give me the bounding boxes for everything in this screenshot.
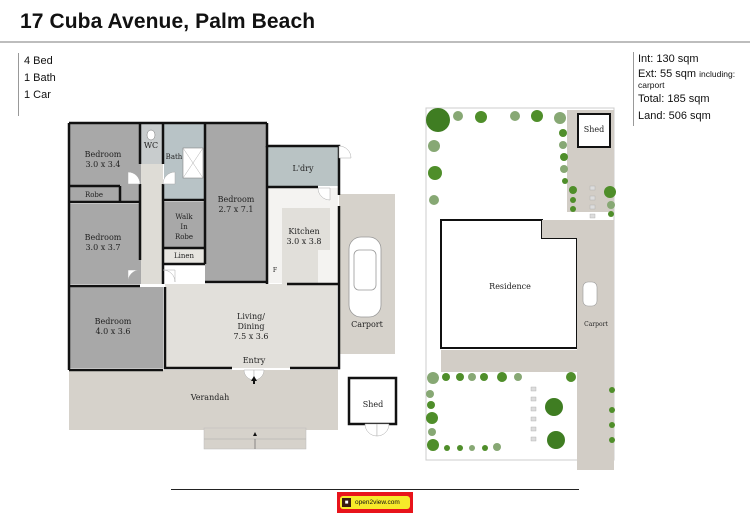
- site-residence-label: Residence: [489, 282, 531, 291]
- area-total: Total: 185 sqm: [638, 93, 710, 105]
- room-name: Kitchen: [288, 227, 320, 236]
- camera-icon: ■: [342, 498, 351, 507]
- room-linen: Linen: [173, 252, 195, 260]
- feature-bed: 4 Bed: [24, 55, 53, 67]
- area-land: Land: 506 sqm: [638, 110, 711, 122]
- room-size: 4.0 x 3.6: [95, 327, 131, 336]
- room-size: 3.0 x 3.7: [85, 243, 121, 252]
- room-name: Bedroom: [84, 150, 122, 159]
- room-carport: Carport: [351, 320, 383, 329]
- room-verandah: Verandah: [190, 393, 230, 402]
- feature-car: 1 Car: [24, 89, 51, 101]
- feature-bath: 1 Bath: [24, 72, 56, 84]
- room-size: 3.0 x 3.4: [85, 160, 121, 169]
- logo-badge: ■ open2view.com: [340, 496, 410, 509]
- features-list: 4 Bed 1 Bath 1 Car: [18, 53, 56, 116]
- room-name: Bedroom: [217, 195, 255, 204]
- room-robe: Robe: [84, 191, 104, 199]
- room-name: Bedroom: [84, 233, 122, 242]
- area-external-note: including: carport: [638, 69, 736, 90]
- area-internal: Int: 130 sqm: [638, 53, 699, 65]
- page-title: 17 Cuba Avenue, Palm Beach: [20, 10, 316, 33]
- logo-text: open2view.com: [355, 499, 400, 506]
- room-laundry: L'dry: [292, 164, 314, 173]
- room-name: Living/ Dining: [237, 312, 265, 331]
- room-walk-in-robe: Walk In Robe: [174, 213, 194, 241]
- area-summary: Int: 130 sqm Ext: 55 sqm including: carp…: [633, 52, 750, 126]
- room-size: 2.7 x 7.1: [218, 205, 254, 214]
- area-external: Ext: 55 sqm: [638, 68, 697, 80]
- room-size: 3.0 x 3.8: [286, 237, 322, 246]
- footer-divider: [171, 489, 579, 490]
- room-name: Bedroom: [94, 317, 132, 326]
- room-shed: Shed: [362, 400, 384, 409]
- room-wc: WC: [143, 141, 159, 150]
- room-bath: Bath: [165, 153, 183, 161]
- open2view-logo[interactable]: ■ open2view.com: [337, 492, 413, 513]
- room-entry: Entry: [242, 356, 266, 365]
- title-divider: [0, 41, 750, 43]
- site-carport-label: Carport: [584, 321, 608, 328]
- site-shed-label: Shed: [583, 125, 605, 134]
- area-external-row: Ext: 55 sqm including: carport: [638, 69, 750, 91]
- fridge-label: F: [272, 267, 278, 274]
- room-size: 7.5 x 3.6: [233, 332, 269, 341]
